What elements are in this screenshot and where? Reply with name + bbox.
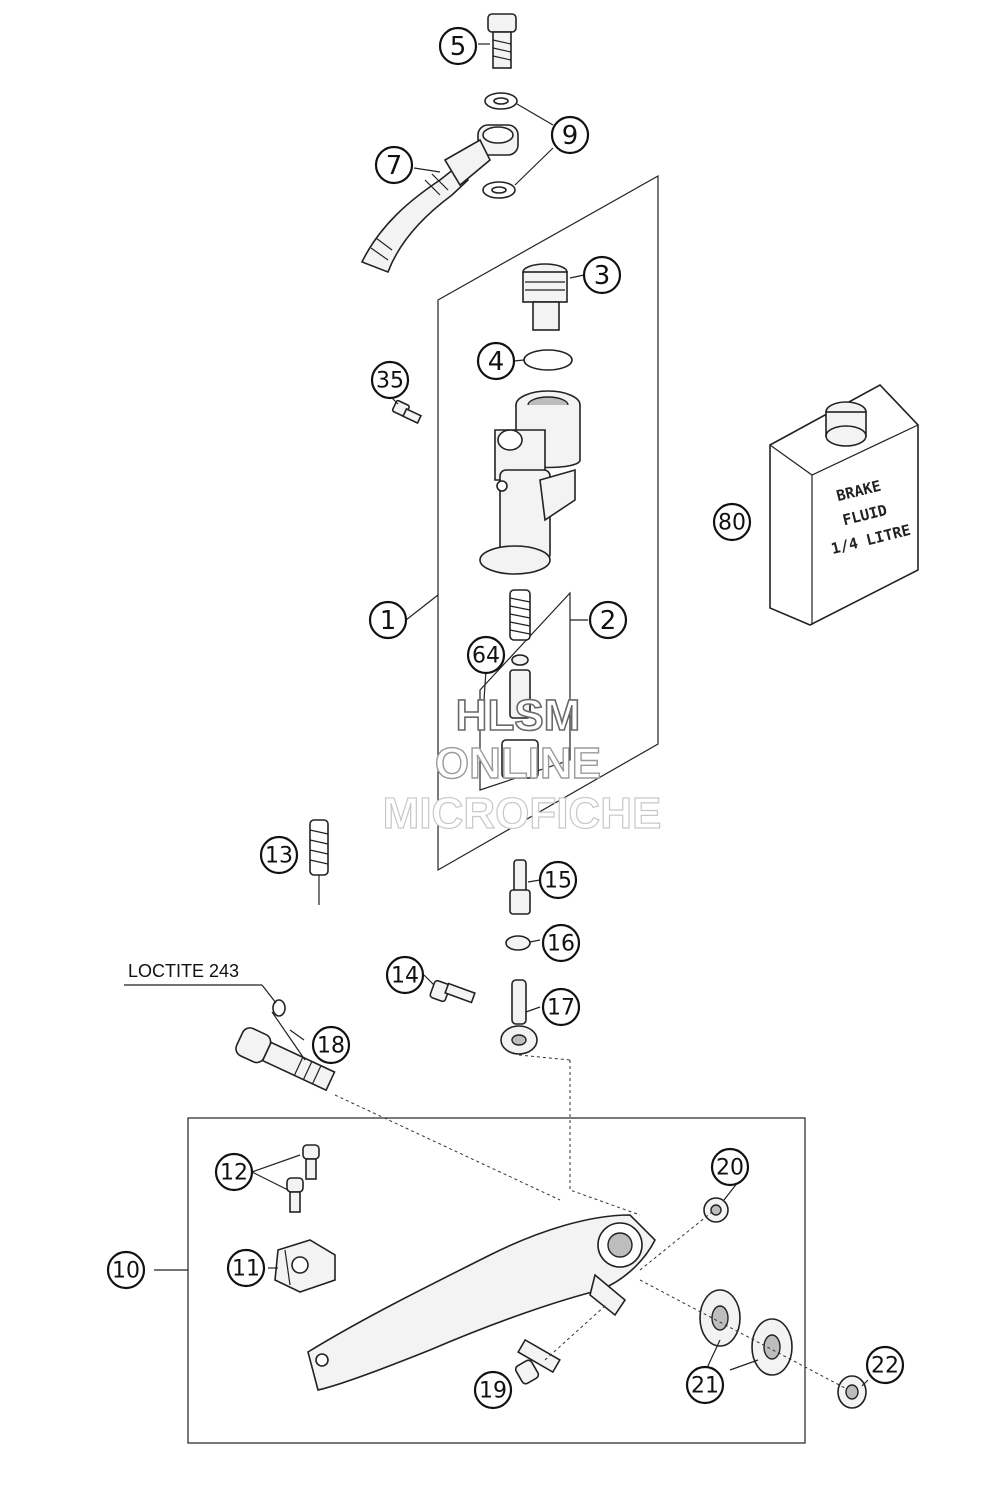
brake-pedal-frame (187, 1117, 806, 1444)
callout-14: 14 (385, 955, 425, 995)
brake-pedal (307, 1214, 656, 1391)
piston-kit-frame (479, 591, 571, 791)
nut-22 (837, 1375, 867, 1409)
svg-text:11: 11 (232, 1257, 260, 1282)
master-cylinder-body (479, 390, 581, 575)
svg-text:12: 12 (220, 1161, 248, 1186)
watermark-line1: HLSM (456, 691, 581, 740)
watermark: HLSM ONLINE MICROFICHE (382, 690, 662, 838)
callout-35: 35 (370, 360, 410, 400)
callout-15: 15 (538, 860, 578, 900)
callout-22: 22 (865, 1345, 905, 1385)
callout-1: 1 (368, 600, 408, 640)
callout-7: 7 (374, 145, 414, 185)
callout-80: 80 (712, 502, 752, 542)
svg-text:64: 64 (472, 644, 500, 669)
nut-20 (703, 1197, 729, 1223)
callout-17: 17 (541, 987, 581, 1027)
nut-16 (505, 935, 531, 951)
svg-text:21: 21 (691, 1374, 719, 1399)
svg-text:3: 3 (594, 261, 611, 291)
piston (501, 654, 539, 779)
callout-10: 10 (106, 1250, 146, 1290)
svg-text:35: 35 (376, 369, 404, 394)
svg-text:4: 4 (488, 347, 505, 377)
watermark-line2: ONLINE (435, 739, 601, 788)
pushrod (509, 859, 531, 915)
callout-13: 13 (259, 835, 299, 875)
callout-16: 16 (541, 923, 581, 963)
callout-18: 18 (311, 1025, 351, 1065)
pedal-step (274, 1239, 336, 1293)
watermark-line3: MICROFICHE (383, 789, 662, 838)
svg-text:2: 2 (600, 606, 617, 636)
callout-5: 5 (438, 26, 478, 66)
loctite-note: LOCTITE 243 (128, 961, 239, 981)
svg-text:80: 80 (718, 511, 746, 536)
svg-text:7: 7 (386, 151, 403, 181)
svg-text:19: 19 (479, 1379, 507, 1404)
callout-2: 2 (588, 600, 628, 640)
pivot-bolt (235, 999, 336, 1092)
svg-text:5: 5 (450, 32, 467, 62)
svg-text:18: 18 (317, 1034, 345, 1059)
callout-12: 12 (214, 1152, 254, 1192)
svg-text:10: 10 (112, 1259, 140, 1284)
svg-text:13: 13 (265, 844, 293, 869)
callout-4: 4 (476, 341, 516, 381)
o-ring (523, 349, 573, 371)
spring (509, 589, 531, 641)
sealing-washers (482, 92, 554, 199)
callout-9: 9 (550, 115, 590, 155)
brake-hose (360, 124, 519, 274)
callout-21: 21 (685, 1365, 725, 1405)
screw-35 (391, 399, 423, 425)
return-spring (309, 819, 329, 905)
callout-3: 3 (582, 255, 622, 295)
svg-text:17: 17 (547, 996, 575, 1021)
banjo-bolt (487, 13, 517, 69)
callout-11: 11 (226, 1248, 266, 1288)
svg-text:1: 1 (380, 606, 397, 636)
leader-lines (124, 43, 869, 1387)
brake-fluid-can: BRAKE FLUID 1/4 LITRE (769, 384, 919, 626)
master-cylinder-frame (437, 174, 659, 872)
bolt-19 (514, 1338, 561, 1385)
svg-text:14: 14 (391, 964, 419, 989)
reservoir-cap (522, 263, 568, 331)
callout-64: 64 (466, 635, 506, 675)
svg-text:16: 16 (547, 932, 575, 957)
svg-text:22: 22 (871, 1354, 899, 1379)
callout-20: 20 (710, 1147, 750, 1187)
svg-text:20: 20 (716, 1156, 744, 1181)
bolt-14 (429, 979, 476, 1004)
assembly-lines (334, 1054, 846, 1389)
callout-19: 19 (473, 1370, 513, 1410)
screws-12 (286, 1144, 320, 1213)
bearings (699, 1289, 793, 1376)
clevis (500, 979, 538, 1055)
svg-text:9: 9 (562, 121, 579, 151)
svg-text:15: 15 (544, 869, 572, 894)
